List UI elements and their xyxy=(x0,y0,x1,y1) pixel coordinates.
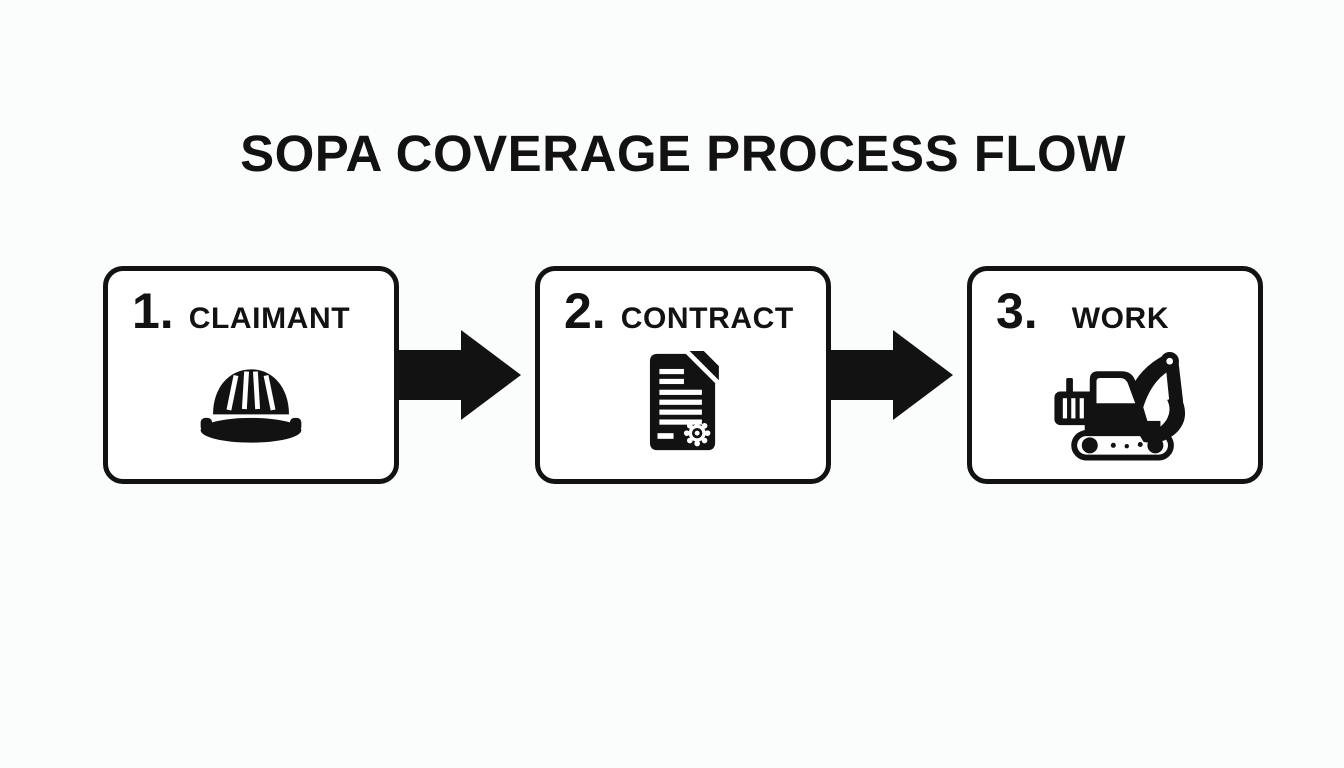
arrow-right-icon xyxy=(399,330,521,420)
step-number: 1. xyxy=(132,283,174,339)
connector-1 xyxy=(399,266,535,484)
arrow-right-icon xyxy=(831,330,953,420)
icon-container xyxy=(108,338,394,468)
hard-hat-icon xyxy=(200,369,302,443)
step-box-contract: 2. CONTRACT xyxy=(535,266,831,484)
page-title: SOPA COVERAGE PROCESS FLOW xyxy=(240,125,1126,182)
step-name: CONTRACT xyxy=(620,302,794,335)
step-box-work: 3. WORK xyxy=(967,266,1263,484)
step-number: 3. xyxy=(996,283,1038,339)
contract-document-icon xyxy=(649,351,719,451)
step-label-row: 1. CLAIMANT xyxy=(108,285,394,338)
step-label-row: 3. WORK xyxy=(972,285,1258,338)
connector-2 xyxy=(831,266,967,484)
icon-container xyxy=(540,338,826,468)
step-label-row: 2. CONTRACT xyxy=(540,285,826,338)
icon-container xyxy=(972,338,1258,468)
step-box-claimant: 1. CLAIMANT xyxy=(103,266,399,484)
excavator-icon xyxy=(1054,352,1186,461)
flow-row: 1. CLAIMANT xyxy=(103,266,1263,484)
step-number: 2. xyxy=(564,283,606,339)
step-name: WORK xyxy=(1071,302,1170,335)
step-name: CLAIMANT xyxy=(188,302,351,335)
